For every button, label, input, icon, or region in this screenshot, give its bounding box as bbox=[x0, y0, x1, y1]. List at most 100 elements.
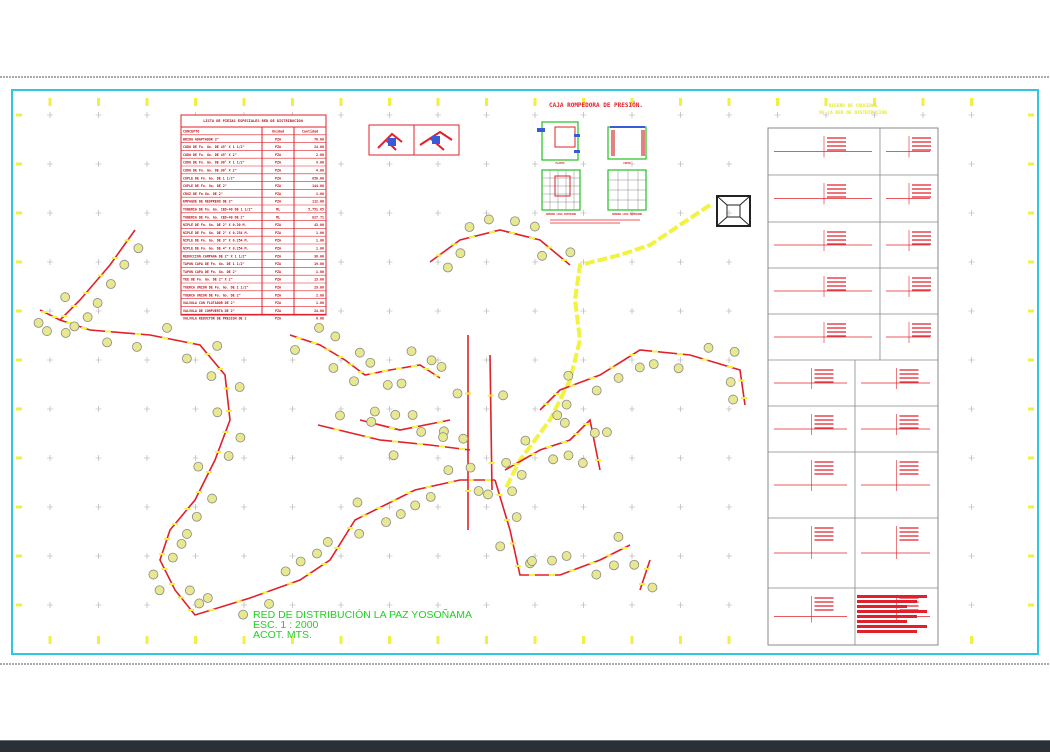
grid-tick bbox=[630, 636, 634, 644]
distribution-pipe bbox=[539, 349, 746, 411]
house-node bbox=[223, 451, 234, 461]
grid-cross bbox=[289, 406, 296, 412]
table-row-concept: VALVULA CON FLOTADOR DE 2" bbox=[183, 301, 235, 305]
table-row-unit: PZA bbox=[275, 278, 281, 282]
pipe-fitting bbox=[178, 596, 184, 599]
pipe-fitting bbox=[606, 554, 612, 557]
pipe-fitting bbox=[529, 574, 535, 576]
pipe-fitting bbox=[324, 348, 331, 351]
house-node bbox=[510, 216, 520, 227]
table-row-quantity: 1.00 bbox=[316, 231, 324, 235]
house-node bbox=[495, 541, 506, 552]
pipe-fitting bbox=[546, 446, 552, 448]
pipe-fitting bbox=[589, 562, 595, 564]
grid-cross bbox=[241, 357, 247, 363]
pipe-fitting bbox=[321, 563, 327, 565]
grid-cross bbox=[338, 553, 344, 559]
house-node bbox=[673, 363, 684, 374]
grid-cross bbox=[95, 602, 102, 608]
grid-tick bbox=[1028, 358, 1034, 362]
crucero-notes bbox=[857, 620, 907, 623]
grid-cross bbox=[47, 161, 53, 167]
grid-cross bbox=[95, 259, 102, 265]
pipe-fitting bbox=[41, 311, 47, 313]
house-node bbox=[464, 222, 475, 232]
grid-cross bbox=[774, 112, 781, 118]
cruceros-title-2: DE LA RED DE DISTRIBUCIÓN bbox=[819, 109, 887, 116]
grid-cross bbox=[289, 357, 296, 363]
grid-tick bbox=[97, 636, 100, 644]
grid-cross bbox=[532, 504, 538, 510]
grid-cross bbox=[968, 455, 975, 461]
pipe-fitting bbox=[549, 574, 555, 576]
pipe-fitting bbox=[451, 243, 457, 246]
house-node bbox=[60, 292, 71, 303]
grid-cross bbox=[386, 553, 393, 559]
grid-cross bbox=[144, 406, 150, 412]
drawing-title: RED DE DISTRIBUCIÓN LA PAZ YOSOÑAMA bbox=[253, 608, 472, 621]
main-supply-line bbox=[503, 203, 712, 491]
grid-cross bbox=[677, 210, 684, 216]
house-node bbox=[335, 410, 345, 421]
grid-cross bbox=[532, 455, 538, 461]
house-node bbox=[547, 555, 557, 566]
grid-cross bbox=[629, 210, 635, 216]
grid-cross bbox=[483, 455, 490, 461]
grid-cross bbox=[192, 504, 199, 510]
pipe-fitting bbox=[334, 547, 341, 549]
grid-cross bbox=[726, 308, 732, 314]
grid-cross bbox=[580, 161, 587, 167]
house-nodes bbox=[33, 214, 740, 620]
table-row-concept: TUERCA UNION DE Fo. Go. DE 2" bbox=[183, 293, 241, 297]
pipe-fitting bbox=[337, 356, 343, 358]
grid-tick bbox=[1028, 603, 1034, 607]
table-row-unit: PZA bbox=[275, 223, 281, 227]
pipe-fitting bbox=[467, 479, 474, 481]
pipe-fitting bbox=[546, 246, 552, 249]
crucero-notes bbox=[857, 610, 927, 613]
table-row-quantity: 24.00 bbox=[314, 309, 324, 313]
table-row-unit: PZA bbox=[275, 176, 281, 180]
house-node bbox=[629, 559, 640, 570]
status-bar bbox=[0, 740, 1050, 752]
table-row-quantity: 36.00 bbox=[314, 254, 324, 258]
house-node bbox=[552, 410, 563, 421]
table-row-unit: PZA bbox=[275, 169, 281, 173]
pipe-fitting bbox=[333, 428, 340, 431]
pipe-fitting bbox=[489, 231, 495, 233]
grid-tick bbox=[1028, 407, 1034, 411]
pipe-fitting bbox=[184, 508, 191, 510]
pipe-fitting bbox=[392, 440, 398, 443]
grid-cross bbox=[338, 308, 344, 314]
grid-cross bbox=[629, 455, 635, 461]
pipe-fitting bbox=[396, 367, 402, 370]
grid-cross bbox=[629, 406, 635, 412]
grid-tick bbox=[630, 98, 634, 106]
drawing-title-block: RED DE DISTRIBUCIÓN LA PAZ YOSOÑAMA ESC.… bbox=[253, 608, 472, 641]
grid-tick bbox=[291, 636, 294, 644]
grid-cross bbox=[435, 161, 441, 167]
grid-cross bbox=[289, 553, 296, 559]
grid-tick bbox=[533, 636, 537, 644]
drawing-border bbox=[11, 89, 1039, 655]
grid-cross bbox=[435, 504, 441, 510]
grid-cross bbox=[144, 112, 150, 118]
grid-tick bbox=[970, 636, 973, 644]
table-row-concept: EMPAQUE DE NEOPRENO DE 3" bbox=[183, 200, 233, 204]
table-row-unit: PZA bbox=[275, 286, 281, 290]
pipe-fitting bbox=[347, 527, 353, 529]
pipe-fitting bbox=[738, 379, 745, 382]
table-row-concept: COPLE DE Fo. Go. DE 1 1/2" bbox=[183, 176, 235, 180]
grid-cross bbox=[144, 504, 150, 510]
house-node bbox=[176, 538, 187, 549]
grid-cross bbox=[580, 357, 587, 363]
grid-cross bbox=[532, 259, 538, 265]
grid-cross bbox=[920, 112, 926, 118]
grid-cross bbox=[289, 455, 296, 461]
grid-cross bbox=[677, 259, 684, 265]
pipe-fitting bbox=[437, 421, 443, 423]
grid-cross bbox=[532, 406, 538, 412]
table-row-unit: PZA bbox=[275, 317, 281, 321]
grid-tick bbox=[16, 456, 22, 460]
